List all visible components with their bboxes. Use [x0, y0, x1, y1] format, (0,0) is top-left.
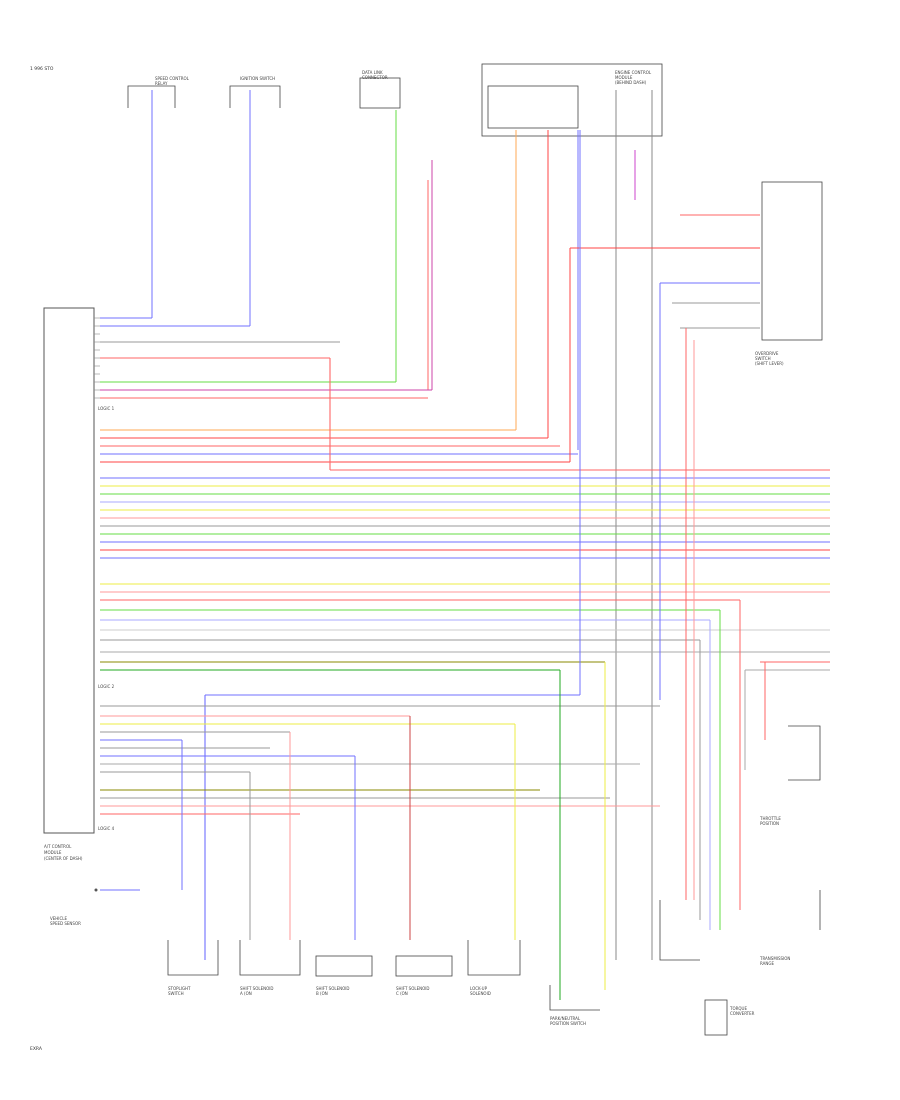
engine-ctrl-inner	[487, 85, 579, 129]
right-vertical-wires	[181, 130, 830, 1000]
svg-text:(CENTER OF DASH): (CENTER OF DASH)	[44, 856, 83, 861]
svg-text:OVERDRIVE: OVERDRIVE	[755, 351, 779, 356]
horizontal-wires	[100, 317, 830, 960]
page-top-label: 1 996 STO	[30, 66, 54, 72]
svg-text:(BEHIND DASH): (BEHIND DASH)	[615, 80, 647, 85]
ecu-label-logic2: LOGIC 2	[98, 684, 115, 689]
svg-text:SPEED CONTROL: SPEED CONTROL	[155, 76, 190, 81]
bottom-components	[167, 725, 821, 1036]
ecu-caption: A/T CONTROL MODULE (CENTER OF DASH)	[44, 844, 83, 861]
ecu-pin-ticks	[94, 317, 100, 399]
ecu-label-logic1: LOGIC 1	[98, 406, 115, 411]
svg-text:C (ON: C (ON	[396, 991, 408, 996]
vss-connector	[94, 888, 98, 892]
svg-text:RANGE: RANGE	[760, 961, 774, 966]
svg-text:TORQUE: TORQUE	[729, 1006, 747, 1011]
svg-text:SPEED SENSOR: SPEED SENSOR	[50, 921, 81, 926]
svg-text:IGNITION SWITCH: IGNITION SWITCH	[240, 76, 275, 81]
engine-ctrl-box	[481, 63, 663, 137]
speed-ctrl-bracket	[127, 85, 176, 108]
data-link-box	[359, 77, 401, 109]
ecu-label-logic4: LOGIC 4	[98, 826, 115, 831]
svg-text:CONNECTOR: CONNECTOR	[362, 75, 388, 80]
ignition-caption: IGNITION SWITCH	[240, 76, 275, 81]
engine-ctrl-caption: ENGINE CONTROL MODULE (BEHIND DASH)	[615, 70, 652, 85]
svg-text:POSITION SWITCH: POSITION SWITCH	[550, 1021, 586, 1026]
svg-text:POSITION: POSITION	[760, 821, 779, 826]
svg-text:VEHICLE: VEHICLE	[50, 916, 67, 921]
svg-text:TRANSMISSION: TRANSMISSION	[759, 956, 790, 961]
ign-switch-bracket	[229, 85, 281, 108]
svg-text:DATA LINK: DATA LINK	[362, 70, 383, 75]
page-bottom-label: EXRA	[30, 1046, 43, 1052]
svg-text:THROTTLE: THROTTLE	[759, 816, 781, 821]
ecu-block	[43, 307, 95, 834]
svg-text:A/T CONTROL: A/T CONTROL	[44, 844, 72, 849]
svg-text:ENGINE CONTROL: ENGINE CONTROL	[615, 70, 652, 75]
svg-text:A (ON: A (ON	[240, 991, 252, 996]
svg-text:RELAY: RELAY	[155, 81, 168, 86]
svg-text:MODULE: MODULE	[44, 850, 62, 855]
svg-text:MODULE: MODULE	[615, 75, 633, 80]
bottom-captions: STOPLIGHT SWITCH SHIFT SOLENOID A (ON SH…	[50, 816, 790, 1026]
svg-text:PARK/NEUTRAL: PARK/NEUTRAL	[550, 1016, 581, 1021]
overdrive-caption: OVERDRIVE SWITCH (SHIFT LEVER)	[755, 351, 784, 366]
svg-text:SOLENOID: SOLENOID	[470, 991, 491, 996]
data-link-caption: DATA LINK CONNECTOR	[362, 70, 388, 80]
svg-text:SHIFT SOLENOID: SHIFT SOLENOID	[316, 986, 350, 991]
svg-text:SWITCH: SWITCH	[755, 356, 771, 361]
overdrive-switch-box	[761, 181, 823, 341]
svg-text:CONVERTER: CONVERTER	[730, 1011, 755, 1016]
svg-text:(SHIFT LEVER): (SHIFT LEVER)	[755, 361, 784, 366]
svg-text:SHIFT SOLENOID: SHIFT SOLENOID	[240, 986, 274, 991]
svg-text:LOCK-UP: LOCK-UP	[470, 986, 488, 991]
top-vertical-wires	[151, 90, 653, 960]
speed-ctrl-caption: SPEED CONTROL RELAY	[155, 76, 190, 86]
svg-text:SWITCH: SWITCH	[168, 991, 184, 996]
svg-text:SHIFT SOLENOID: SHIFT SOLENOID	[396, 986, 430, 991]
svg-text:STOPLIGHT: STOPLIGHT	[168, 986, 191, 991]
svg-text:B (ON: B (ON	[316, 991, 328, 996]
